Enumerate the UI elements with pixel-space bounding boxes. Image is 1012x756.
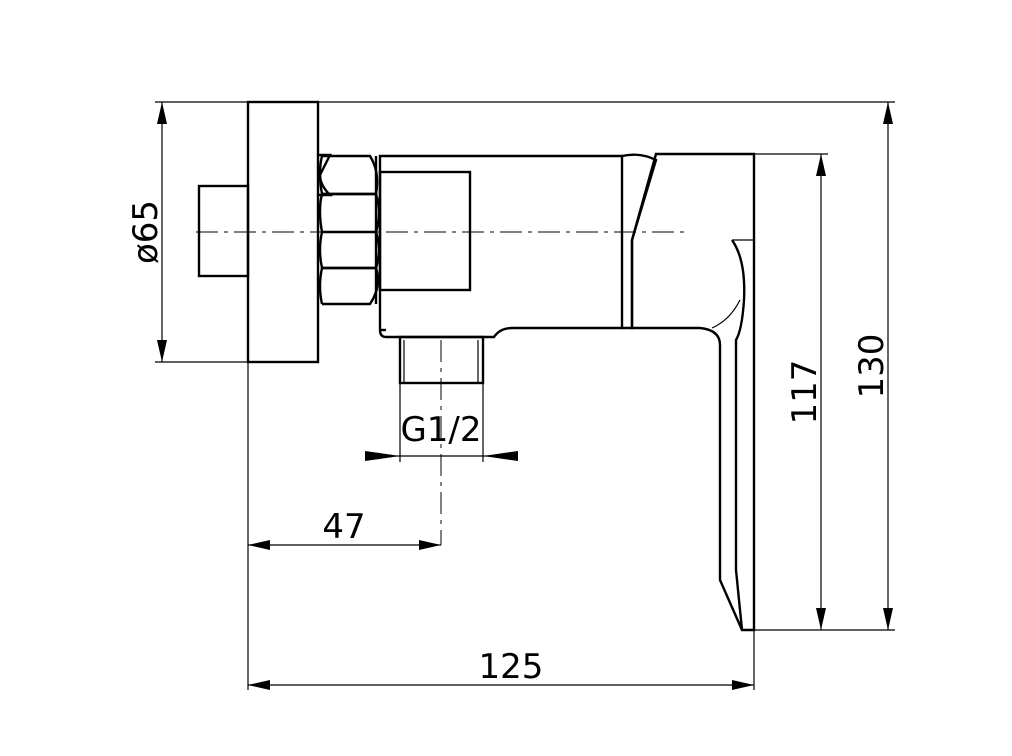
dimension-flange-diameter: ø65 bbox=[126, 101, 248, 363]
lever-handle bbox=[621, 152, 756, 632]
wall-connector bbox=[197, 184, 250, 278]
dimension-label-lever-height: 117 bbox=[785, 360, 825, 425]
dimension-overall-height: 130 bbox=[318, 101, 895, 631]
dimension-label-thread: G1/2 bbox=[400, 410, 481, 450]
dimension-label-overall-length: 125 bbox=[479, 647, 544, 687]
dimension-label-flange-diameter: ø65 bbox=[126, 200, 166, 264]
dimension-label-inlet-offset: 47 bbox=[322, 507, 365, 547]
dimension-lever-height: 117 bbox=[754, 153, 828, 631]
dimension-thread: G1/2 bbox=[365, 383, 518, 462]
dimension-inlet-offset: 47 bbox=[247, 362, 441, 690]
cartridge-housing bbox=[378, 170, 472, 292]
dimension-label-overall-height: 130 bbox=[852, 334, 892, 399]
dimension-overall-length: 125 bbox=[248, 630, 755, 690]
hex-nut bbox=[318, 153, 381, 306]
mixer-body bbox=[378, 154, 624, 339]
